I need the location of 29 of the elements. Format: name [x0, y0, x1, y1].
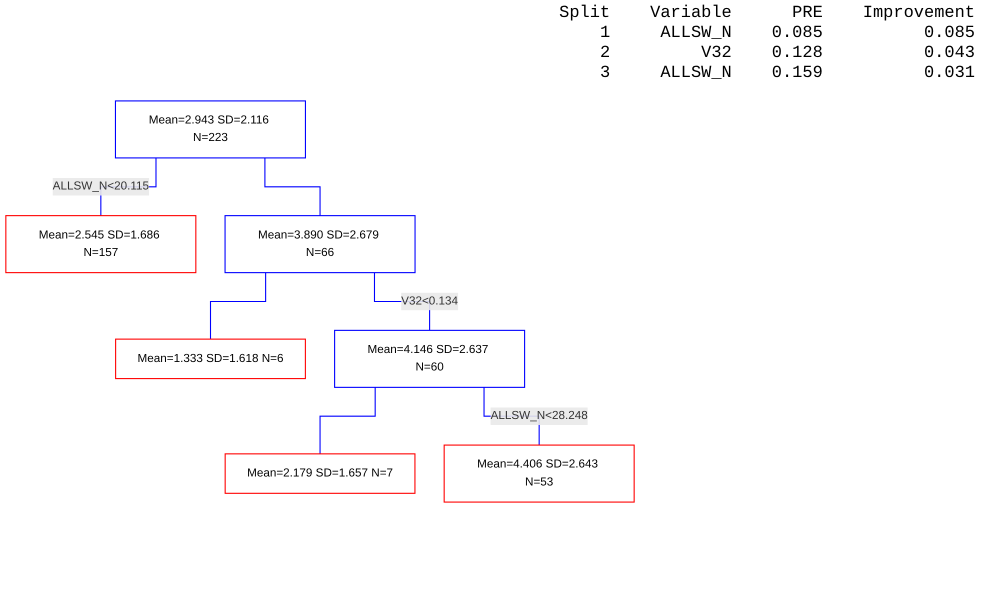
connector	[264, 158, 321, 216]
edge-label: ALLSW_N<28.248	[490, 410, 588, 422]
node-box: Mean=3.890 SD=2.679 N=66	[224, 215, 416, 274]
table-cell-text: 3	[598, 64, 610, 84]
node-box: Mean=2.545 SD=1.686 N=157	[5, 215, 196, 274]
edge-label: ALLSW_N<20.115	[52, 180, 149, 193]
edge-label: V32<0.134	[401, 294, 458, 308]
connector	[210, 272, 266, 340]
table-cell-text: 0.128	[772, 44, 823, 64]
table-cell-text: 1	[598, 24, 610, 44]
table-cell-text: 0.159	[772, 64, 823, 84]
node-box: Mean=4.406 SD=2.643 N=53	[444, 444, 635, 503]
table-cell-text: Split	[559, 4, 610, 24]
table-cell-text: Variable	[650, 4, 732, 24]
table-cell-text: ALLSW_N	[659, 64, 732, 84]
connector	[320, 387, 376, 454]
table-cell-text: V32	[700, 44, 732, 64]
table-cell-text: ALLSW_N	[659, 24, 732, 44]
node-box: Mean=2.179 SD=1.657 N=7	[224, 453, 416, 494]
table-cell-text: 0.085	[772, 24, 823, 44]
table-cell-text: PRE	[791, 4, 823, 24]
table-cell-text: Improvement	[862, 4, 975, 24]
node-box: Mean=1.333 SD=1.618 N=6	[115, 338, 306, 380]
table-cell-text: 0.031	[922, 64, 975, 84]
table-cell-text: 2	[598, 44, 610, 64]
node-box: Mean=2.943 SD=2.116 N=223	[114, 100, 306, 158]
table-cell-text: 0.043	[922, 44, 975, 64]
table-cell-text: 0.085	[922, 24, 975, 44]
node-box: Mean=4.146 SD=2.637 N=60	[334, 330, 526, 388]
